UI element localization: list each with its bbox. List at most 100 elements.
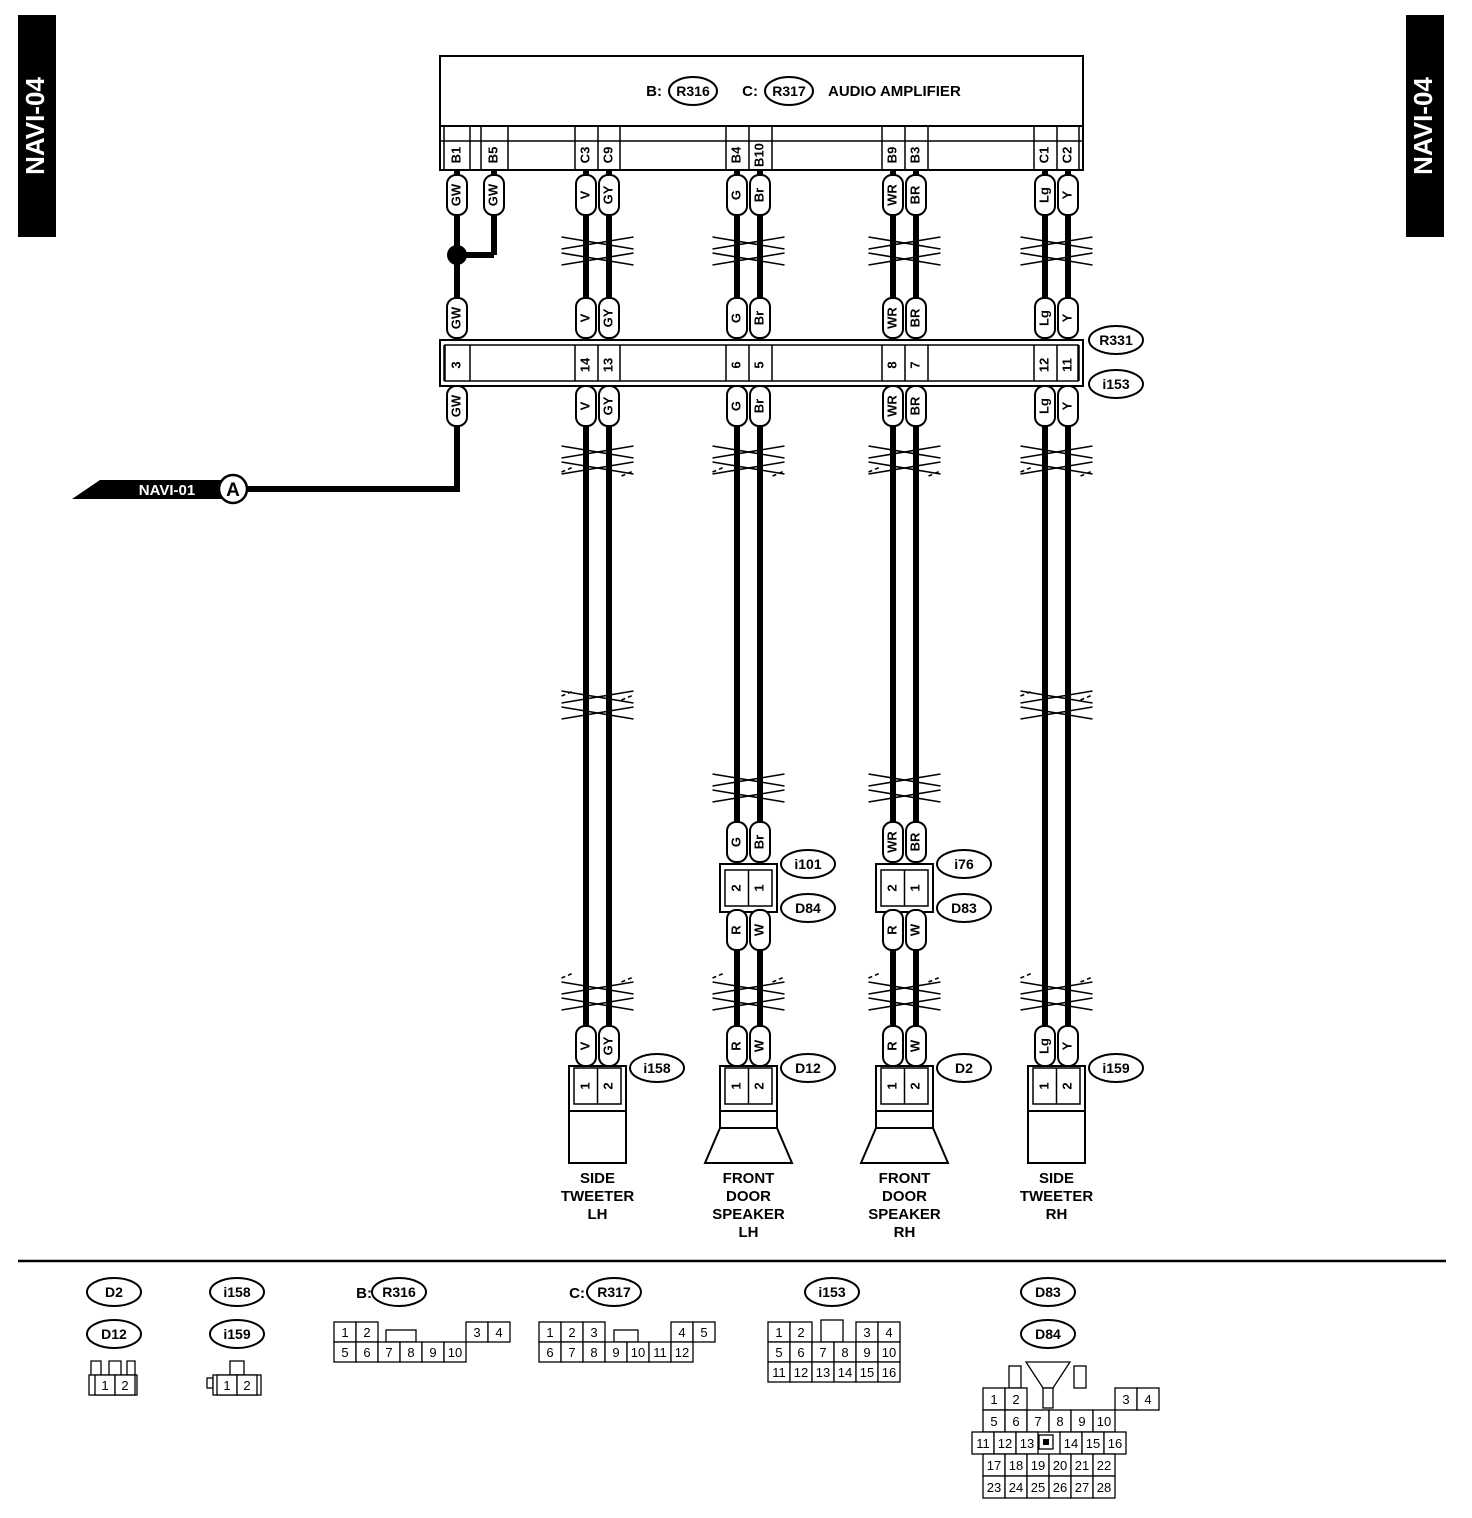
amp-wire-color-6: WR [884, 184, 899, 206]
d83_d84-cell: 23 [987, 1480, 1001, 1495]
component-0-conn-id: i158 [643, 1060, 670, 1076]
joint-upper-color-3: G [728, 313, 743, 323]
joint-upper-color-2-badge [598, 297, 620, 339]
shield-stroke [772, 976, 785, 983]
amp-conn-b-oval [668, 76, 718, 106]
joint-lower-color-5: WR [884, 395, 899, 417]
joint-lower-color-6-badge [905, 385, 927, 427]
joint-lower-color-8-badge [1057, 385, 1079, 427]
shield-stroke [561, 972, 574, 979]
d83_d84-cell: 18 [1009, 1458, 1023, 1473]
d2-key-right [126, 1360, 136, 1375]
offpage-connector-navi-01: NAVI-01 A [72, 473, 249, 505]
i153-cell: 1 [775, 1325, 782, 1340]
joint-upper-color-3-badge [726, 297, 748, 339]
r317-cell: 9 [612, 1345, 619, 1360]
page-tab-right: NAVI-04 [1406, 15, 1444, 237]
shield-mark [868, 972, 941, 983]
amp-wire-color-9-badge [1057, 174, 1079, 216]
i153-cell: 7 [819, 1345, 826, 1360]
amp-wire-color-6-badge [882, 174, 904, 216]
component-2-conn-id-oval [936, 1053, 992, 1083]
joint-pin-7: 12 [1036, 358, 1051, 372]
joint-pin-0: 3 [448, 361, 463, 368]
legend-r316-id-oval [371, 1277, 427, 1307]
twist-stroke [712, 236, 785, 250]
amp-wire-color-4-badge [726, 174, 748, 216]
shield-mark [712, 972, 785, 983]
i153-cell: 14 [838, 1365, 852, 1380]
joint-upper-color-7-badge [1034, 297, 1056, 339]
amp-wire-color-2: V [577, 190, 592, 199]
legend-d2-id: D2 [105, 1284, 123, 1300]
component-0-pin-0: 1 [577, 1082, 592, 1089]
door_conn_rh-upper-id: i76 [954, 856, 974, 872]
twisted-pair-mark [1020, 445, 1093, 475]
audio-amplifier: B: R316 C: R317 AUDIO AMPLIFIER [439, 55, 1084, 171]
joint-pin-8: 11 [1059, 358, 1074, 372]
amp-wire-color-7-badge [905, 174, 927, 216]
component-1-pin-1: 2 [751, 1082, 766, 1089]
twist-stroke [1020, 445, 1093, 459]
joint-pin-2: 13 [600, 358, 615, 372]
r317-cell: 1 [546, 1325, 553, 1340]
d83_d84-cell: 13 [1020, 1436, 1034, 1451]
i153-cell: 3 [863, 1325, 870, 1340]
joint-id-top: R331 [1099, 332, 1133, 348]
shield-stroke [561, 690, 574, 697]
offpage-label: NAVI-01 [139, 482, 195, 499]
amp-wire-color-0-badge [446, 174, 468, 216]
shield-stroke [1020, 690, 1033, 697]
r316-cell: 6 [363, 1345, 370, 1360]
door_conn_lh-upper-id-oval [780, 849, 836, 879]
offpage-marker: A [226, 480, 240, 501]
shield-stroke [621, 470, 634, 477]
twist-stroke [712, 773, 785, 787]
joint-upper-color-6: BR [907, 308, 922, 327]
shield-mark [1020, 466, 1093, 477]
shield-stroke [1020, 972, 1033, 979]
joint-lower-color-7: Lg [1036, 398, 1051, 414]
r316-cell-frame [487, 1321, 511, 1343]
joint-lower-color-1: V [577, 401, 592, 410]
twisted-pair-mark [868, 981, 941, 1011]
joint-lower-color-8: Y [1059, 401, 1074, 410]
legend-i153-id: i153 [818, 1284, 845, 1300]
d83_d84-cell: 28 [1097, 1480, 1111, 1495]
shield-stroke [1080, 694, 1093, 701]
door_conn_lh-lower-id-oval [780, 893, 836, 923]
d83_d84-cell: 9 [1078, 1414, 1085, 1429]
component-3-name-0: SIDE [1039, 1170, 1074, 1187]
r316-cell: 9 [429, 1345, 436, 1360]
component-0-conn-id-oval [629, 1053, 685, 1083]
r317-cell: 2 [568, 1325, 575, 1340]
speaker-cone-1 [703, 1127, 794, 1164]
d83_d84-cell: 22 [1097, 1458, 1111, 1473]
splice-point [447, 245, 467, 265]
amp-pin-4: B4 [728, 146, 743, 163]
component-0-name-2: LH [588, 1206, 608, 1223]
twisted-pair-mark [868, 773, 941, 803]
d83-latch-right [1073, 1365, 1087, 1389]
i153-cell: 8 [841, 1345, 848, 1360]
component-1-name-2: SPEAKER [712, 1206, 785, 1223]
d2_d12-cell: 2 [121, 1378, 128, 1393]
door_conn_lh-lower-id: D84 [795, 900, 821, 916]
d83_d84-cell: 24 [1009, 1480, 1023, 1495]
door_conn_rh-upper-color-0: WR [884, 831, 899, 853]
d83_d84-cell: 6 [1012, 1414, 1019, 1429]
twist-stroke [1020, 236, 1093, 250]
shield-mark [561, 466, 634, 477]
shield-stroke [868, 972, 881, 979]
door_conn_rh-upper-color-1: BR [907, 832, 922, 851]
